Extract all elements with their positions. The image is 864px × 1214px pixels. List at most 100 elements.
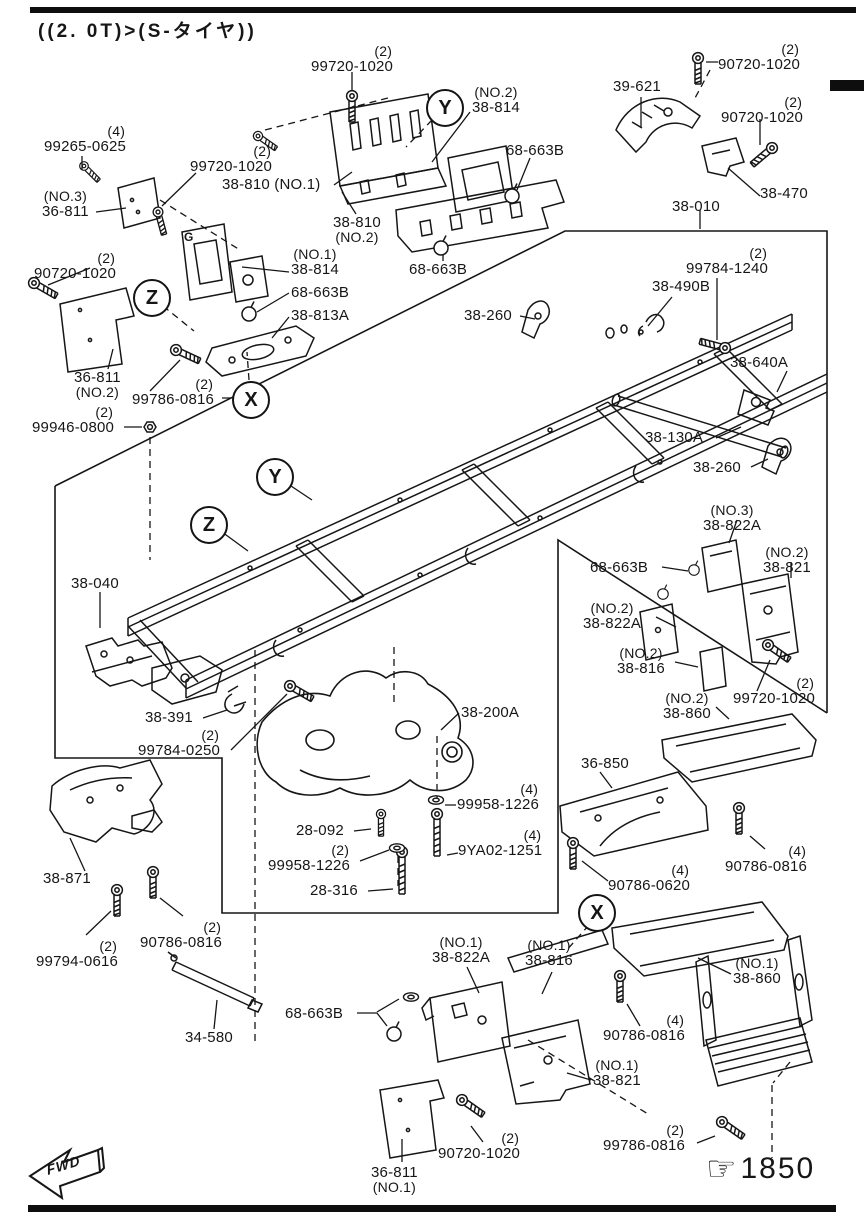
part-number: 38-260 (693, 459, 741, 476)
part-number: 90720-1020 (438, 1145, 521, 1162)
bracket-38-822A-no3 (701, 539, 743, 593)
part-number: 34-580 (185, 1029, 233, 1046)
page-edge-mark (830, 80, 864, 91)
part-number: 36-811 (42, 203, 89, 220)
part-number: 38-010 (672, 198, 720, 215)
part-number: 68-663B (590, 559, 649, 576)
part-number: 99958-1226 (457, 796, 540, 813)
bolt-icon (151, 205, 170, 237)
part-label: 38-813A (291, 308, 349, 323)
part-label: (2)99720-1020 (733, 675, 816, 707)
callout-letter: X (244, 388, 258, 411)
rod-34-580 (167, 951, 264, 1013)
bolt-icon (430, 807, 444, 857)
bottom-rule (28, 1205, 836, 1212)
fwd-arrow-icon (28, 1146, 106, 1201)
bolt-icon (375, 808, 387, 837)
grommet-icon (433, 234, 449, 256)
part-number: 38-822A (583, 615, 642, 632)
grommet-icon (386, 1020, 402, 1042)
part-number: 28-092 (296, 822, 344, 839)
crossmember-38-810-no2 (395, 179, 565, 253)
part-label: 38-810 (NO.1) (222, 177, 320, 192)
part-label: (4)90786-0816 (725, 843, 808, 875)
cover-38-860-no2 (661, 713, 817, 783)
part-label: (2)99794-0616 (36, 938, 119, 970)
part-number: 68-663B (506, 142, 565, 159)
part-label: (4)90786-0620 (608, 862, 691, 894)
part-number: 36-811 (371, 1164, 418, 1181)
part-number: 38-822A (703, 517, 762, 534)
part-number: 36-850 (581, 755, 629, 772)
part-label: (2)90720-1020 (721, 94, 804, 126)
plate-38-871 (49, 759, 163, 843)
part-number: 99720-1020 (311, 58, 394, 75)
grommet-icon (241, 300, 257, 322)
part-label: 38-391 (145, 710, 193, 725)
part-label: (NO.2)38-816 (617, 645, 665, 677)
grease-point-mark: G (184, 230, 194, 244)
part-number: 38-822A (432, 949, 491, 966)
crossmember-38-810-no1 (329, 93, 448, 205)
part-number: 38-391 (145, 709, 193, 726)
part-number: 68-663B (291, 284, 350, 301)
top-rule (30, 7, 856, 13)
part-label: 38-470 (760, 186, 808, 201)
callout-circle-Y: Y (426, 89, 464, 127)
part-number: 39-621 (613, 78, 661, 95)
callout-letter: Y (268, 465, 282, 488)
bracket-38-040 (85, 637, 223, 705)
part-number: 99786-0816 (132, 391, 215, 408)
bolt-icon (345, 89, 359, 123)
part-number: 38-130A (645, 429, 704, 446)
bracket-38-822A-no1 (421, 981, 511, 1063)
part-number: 99958-1226 (268, 857, 351, 874)
part-label: (4)90786-0816 (603, 1012, 686, 1044)
bolt-icon (747, 139, 781, 170)
part-label: 38-040 (71, 576, 119, 591)
frame-38-010 (127, 313, 828, 699)
part-label: (2)90720-1020 (718, 41, 801, 73)
cover-38-860-no1 (611, 901, 789, 977)
hook-38-260-front (521, 300, 551, 340)
step-bracket (695, 935, 813, 1087)
part-label: (NO.1)38-821 (593, 1057, 641, 1089)
nut-icon (143, 421, 157, 433)
part-label: (NO.2)38-860 (663, 690, 711, 722)
part-label: 28-316 (310, 883, 358, 898)
bolt-icon (168, 342, 203, 367)
part-label: 38-200A (461, 705, 519, 720)
bracket-38-640A (737, 388, 775, 426)
part-number: 90720-1020 (718, 56, 801, 73)
part-number: 68-663B (285, 1005, 344, 1022)
bracket-38-814-no2 (447, 145, 515, 213)
part-number: 90720-1020 (34, 265, 117, 282)
callout-circle-X: X (232, 381, 270, 419)
part-number: 99794-0616 (36, 953, 119, 970)
washer-icon (402, 992, 420, 1002)
part-number: 99946-0800 (32, 419, 115, 436)
part-label: 34-580 (185, 1030, 233, 1045)
part-number: 38-640A (730, 354, 789, 371)
hook-38-490B (637, 313, 665, 337)
part-label: (2)90720-1020 (34, 250, 117, 282)
grommet-icon (688, 560, 700, 576)
part-number: 99720-1020 (733, 690, 816, 707)
part-number: 38-821 (763, 559, 811, 576)
part-label: (2)90720-1020 (438, 1130, 521, 1162)
fasteners (25, 51, 794, 1143)
bracket-38-821-no1 (501, 1019, 591, 1105)
stabilizer-bar-38-130A (611, 393, 789, 459)
part-label: 68-663B (590, 560, 648, 575)
plate-36-811-no1 (379, 1079, 445, 1159)
part-label: (4)9YA02-1251 (458, 827, 543, 859)
part-number: 9YA02-1251 (458, 842, 543, 859)
callout-circle-X: X (578, 894, 616, 932)
part-number: 38-810 (333, 214, 381, 231)
assembly-dashed-lines (149, 69, 791, 1158)
washer-icon (388, 843, 406, 853)
part-number: 28-316 (310, 882, 358, 899)
part-label: 38-260 (464, 308, 512, 323)
figure-number: 1850 (740, 1152, 816, 1185)
bolt-icon (697, 335, 733, 356)
